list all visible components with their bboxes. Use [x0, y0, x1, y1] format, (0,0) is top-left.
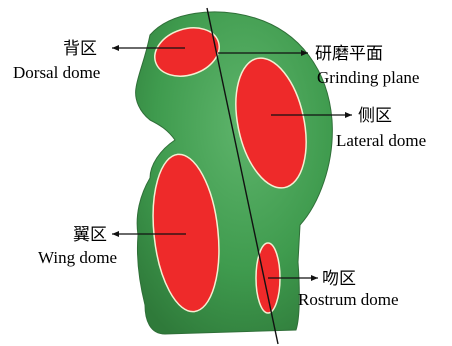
lateral-label-cn: 侧区 [358, 107, 392, 124]
dorsal-label-en: Dorsal dome [13, 64, 100, 81]
rostrum-label-cn: 吻区 [322, 270, 356, 287]
wing-label-cn: 翼区 [73, 226, 107, 243]
wing-label-en: Wing dome [38, 249, 117, 266]
grinding-label-cn: 研磨平面 [315, 45, 383, 62]
lateral-label-en: Lateral dome [336, 132, 426, 149]
rostrum-label-en: Rostrum dome [298, 291, 399, 308]
grinding-label-en: Grinding plane [317, 69, 419, 86]
dorsal-label-cn: 背区 [63, 40, 97, 57]
